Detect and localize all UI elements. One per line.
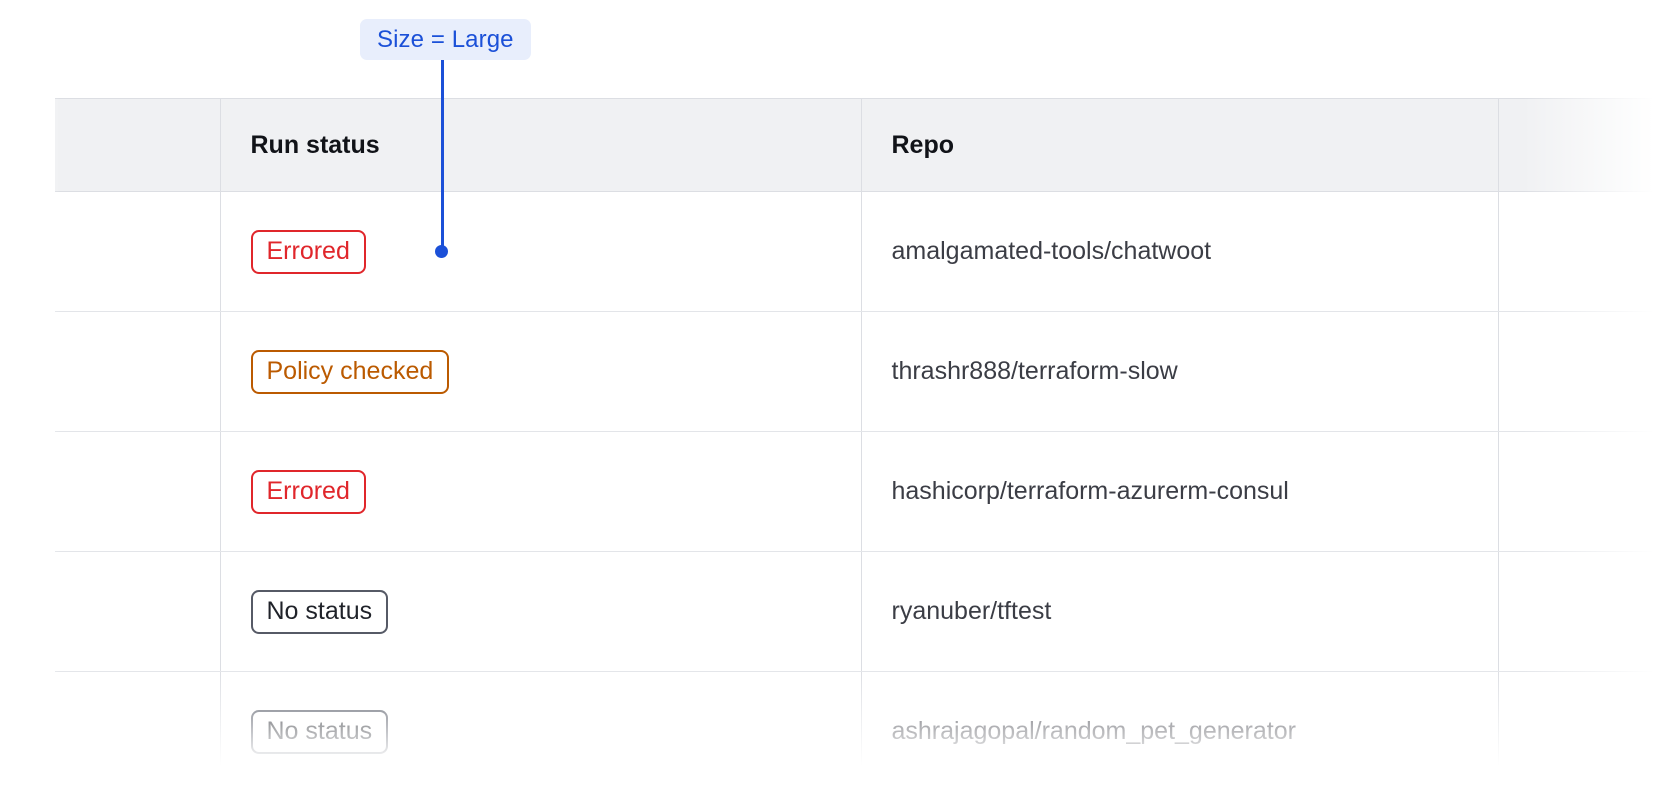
column-header-repo[interactable]: Repo xyxy=(861,98,1499,192)
status-badge-label: Errored xyxy=(266,477,350,505)
status-cell-inner: Errored xyxy=(221,469,366,514)
status-badge: No status xyxy=(250,589,389,634)
repo-name: amalgamated-tools/chatwoot xyxy=(891,237,1212,265)
table-row[interactable]: No status ashrajagopal/random_pet_genera… xyxy=(55,671,1672,788)
row-status-cell: Errored xyxy=(220,191,862,312)
row-extra-cell xyxy=(1498,311,1672,432)
row-repo-cell: ryanuber/tftest xyxy=(861,551,1499,672)
repo-name: hashicorp/terraform-azurerm-consul xyxy=(891,477,1289,505)
annotation-target-dot xyxy=(435,245,448,258)
status-cell-inner: Errored xyxy=(221,229,366,274)
table-header-row: Run status Repo xyxy=(55,98,1672,192)
annotation-leader-line xyxy=(441,60,444,252)
row-extra-cell xyxy=(1498,191,1672,312)
column-header-repo-label: Repo xyxy=(891,130,955,159)
row-status-cell: Errored xyxy=(220,431,862,552)
row-repo-cell: ashrajagopal/random_pet_generator xyxy=(861,671,1499,788)
status-badge-label: No status xyxy=(266,597,373,625)
table-body: Errored amalgamated-tools/chatwoot xyxy=(55,191,1672,788)
repo-name: ashrajagopal/random_pet_generator xyxy=(891,717,1296,745)
status-cell-inner: No status xyxy=(221,709,389,754)
status-badge-label: Errored xyxy=(266,237,350,265)
status-badge: Errored xyxy=(250,469,366,514)
status-badge-label: No status xyxy=(266,717,373,745)
row-select-cell[interactable] xyxy=(55,671,221,788)
row-status-cell: No status xyxy=(220,671,862,788)
annotation-callout: Size = Large xyxy=(360,19,531,60)
status-cell-inner: No status xyxy=(221,589,389,634)
status-badge: Errored xyxy=(250,229,366,274)
status-badge-label: Policy checked xyxy=(266,357,434,385)
row-status-cell: Policy checked xyxy=(220,311,862,432)
row-select-cell[interactable] xyxy=(55,551,221,672)
repo-name: thrashr888/terraform-slow xyxy=(891,357,1178,385)
row-select-cell[interactable] xyxy=(55,191,221,312)
row-extra-cell xyxy=(1498,431,1672,552)
row-extra-cell xyxy=(1498,671,1672,788)
row-select-cell[interactable] xyxy=(55,311,221,432)
status-cell-inner: Policy checked xyxy=(221,349,450,394)
table-head: Run status Repo xyxy=(55,98,1672,192)
row-repo-cell: thrashr888/terraform-slow xyxy=(861,311,1499,432)
column-header-run-status[interactable]: Run status xyxy=(220,98,862,192)
table-viewport: Run status Repo Error xyxy=(0,98,1672,788)
annotation-label: Size = Large xyxy=(377,25,514,53)
table-row[interactable]: Policy checked thrashr888/terraform-slow xyxy=(55,311,1672,432)
table-row[interactable]: Errored hashicorp/terraform-azurerm-cons… xyxy=(55,431,1672,552)
status-badge: Policy checked xyxy=(250,349,450,394)
row-extra-cell xyxy=(1498,551,1672,672)
status-badge: No status xyxy=(250,709,389,754)
table-row[interactable]: Errored amalgamated-tools/chatwoot xyxy=(55,191,1672,312)
repo-name: ryanuber/tftest xyxy=(891,597,1052,625)
column-header-select[interactable] xyxy=(55,98,221,192)
column-header-extra[interactable] xyxy=(1498,98,1672,192)
row-select-cell[interactable] xyxy=(55,431,221,552)
runs-table: Run status Repo Error xyxy=(55,98,1672,788)
column-header-select-label xyxy=(55,131,85,159)
row-repo-cell: amalgamated-tools/chatwoot xyxy=(861,191,1499,312)
table-row[interactable]: No status ryanuber/tftest xyxy=(55,551,1672,672)
row-status-cell: No status xyxy=(220,551,862,672)
column-header-extra-label xyxy=(1499,131,1529,159)
column-header-run-status-label: Run status xyxy=(250,130,380,159)
row-repo-cell: hashicorp/terraform-azurerm-consul xyxy=(861,431,1499,552)
